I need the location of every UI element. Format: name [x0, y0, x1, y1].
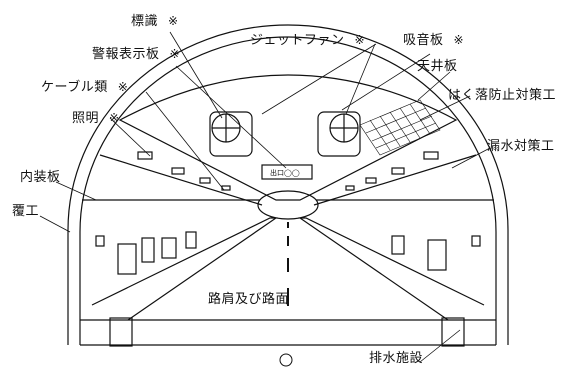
label-jet-fan: ジェットファン※ — [250, 33, 366, 48]
label-kyuuonban: 吸音板※ — [403, 33, 465, 48]
label-shoumei: 照明※ — [72, 111, 120, 126]
lights-left — [137, 151, 231, 191]
wall-equipment-left — [95, 231, 197, 275]
left-shoulder — [91, 217, 278, 321]
jet-fan-right — [317, 111, 361, 157]
label-tenjouban: 天井板 — [417, 59, 458, 74]
label-hakuraku: はく落防止対策工 — [448, 88, 557, 103]
jet-fan-left — [209, 111, 253, 157]
drain-pipe — [279, 353, 293, 367]
label-rokata: 路肩及び路面 — [208, 292, 290, 307]
sign-text: 出口◯◯ — [270, 168, 300, 177]
tunnel-far-end — [257, 190, 319, 220]
wall-equipment-right — [391, 235, 481, 271]
lights-right — [345, 151, 439, 191]
label-roustui: 漏水対策工 — [487, 139, 555, 154]
label-naisouban: 内装板 — [20, 170, 61, 185]
leader-lines — [39, 31, 491, 363]
sound-absorbing-panel — [359, 99, 441, 156]
ceiling-board-shape — [118, 74, 458, 201]
left-drain — [109, 317, 133, 347]
label-fukkou: 覆工 — [12, 204, 40, 219]
right-shoulder — [298, 217, 485, 321]
label-cable: ケーブル類※ — [41, 80, 129, 95]
label-keihou: 警報表示板※ — [92, 47, 181, 62]
label-hyoushiki: 標識※ — [131, 14, 179, 29]
warning-display-board — [261, 164, 313, 180]
lining-inner — [79, 36, 497, 345]
label-haisui: 排水施設 — [369, 351, 424, 366]
lining-outer — [67, 24, 509, 345]
right-drain — [441, 317, 465, 347]
